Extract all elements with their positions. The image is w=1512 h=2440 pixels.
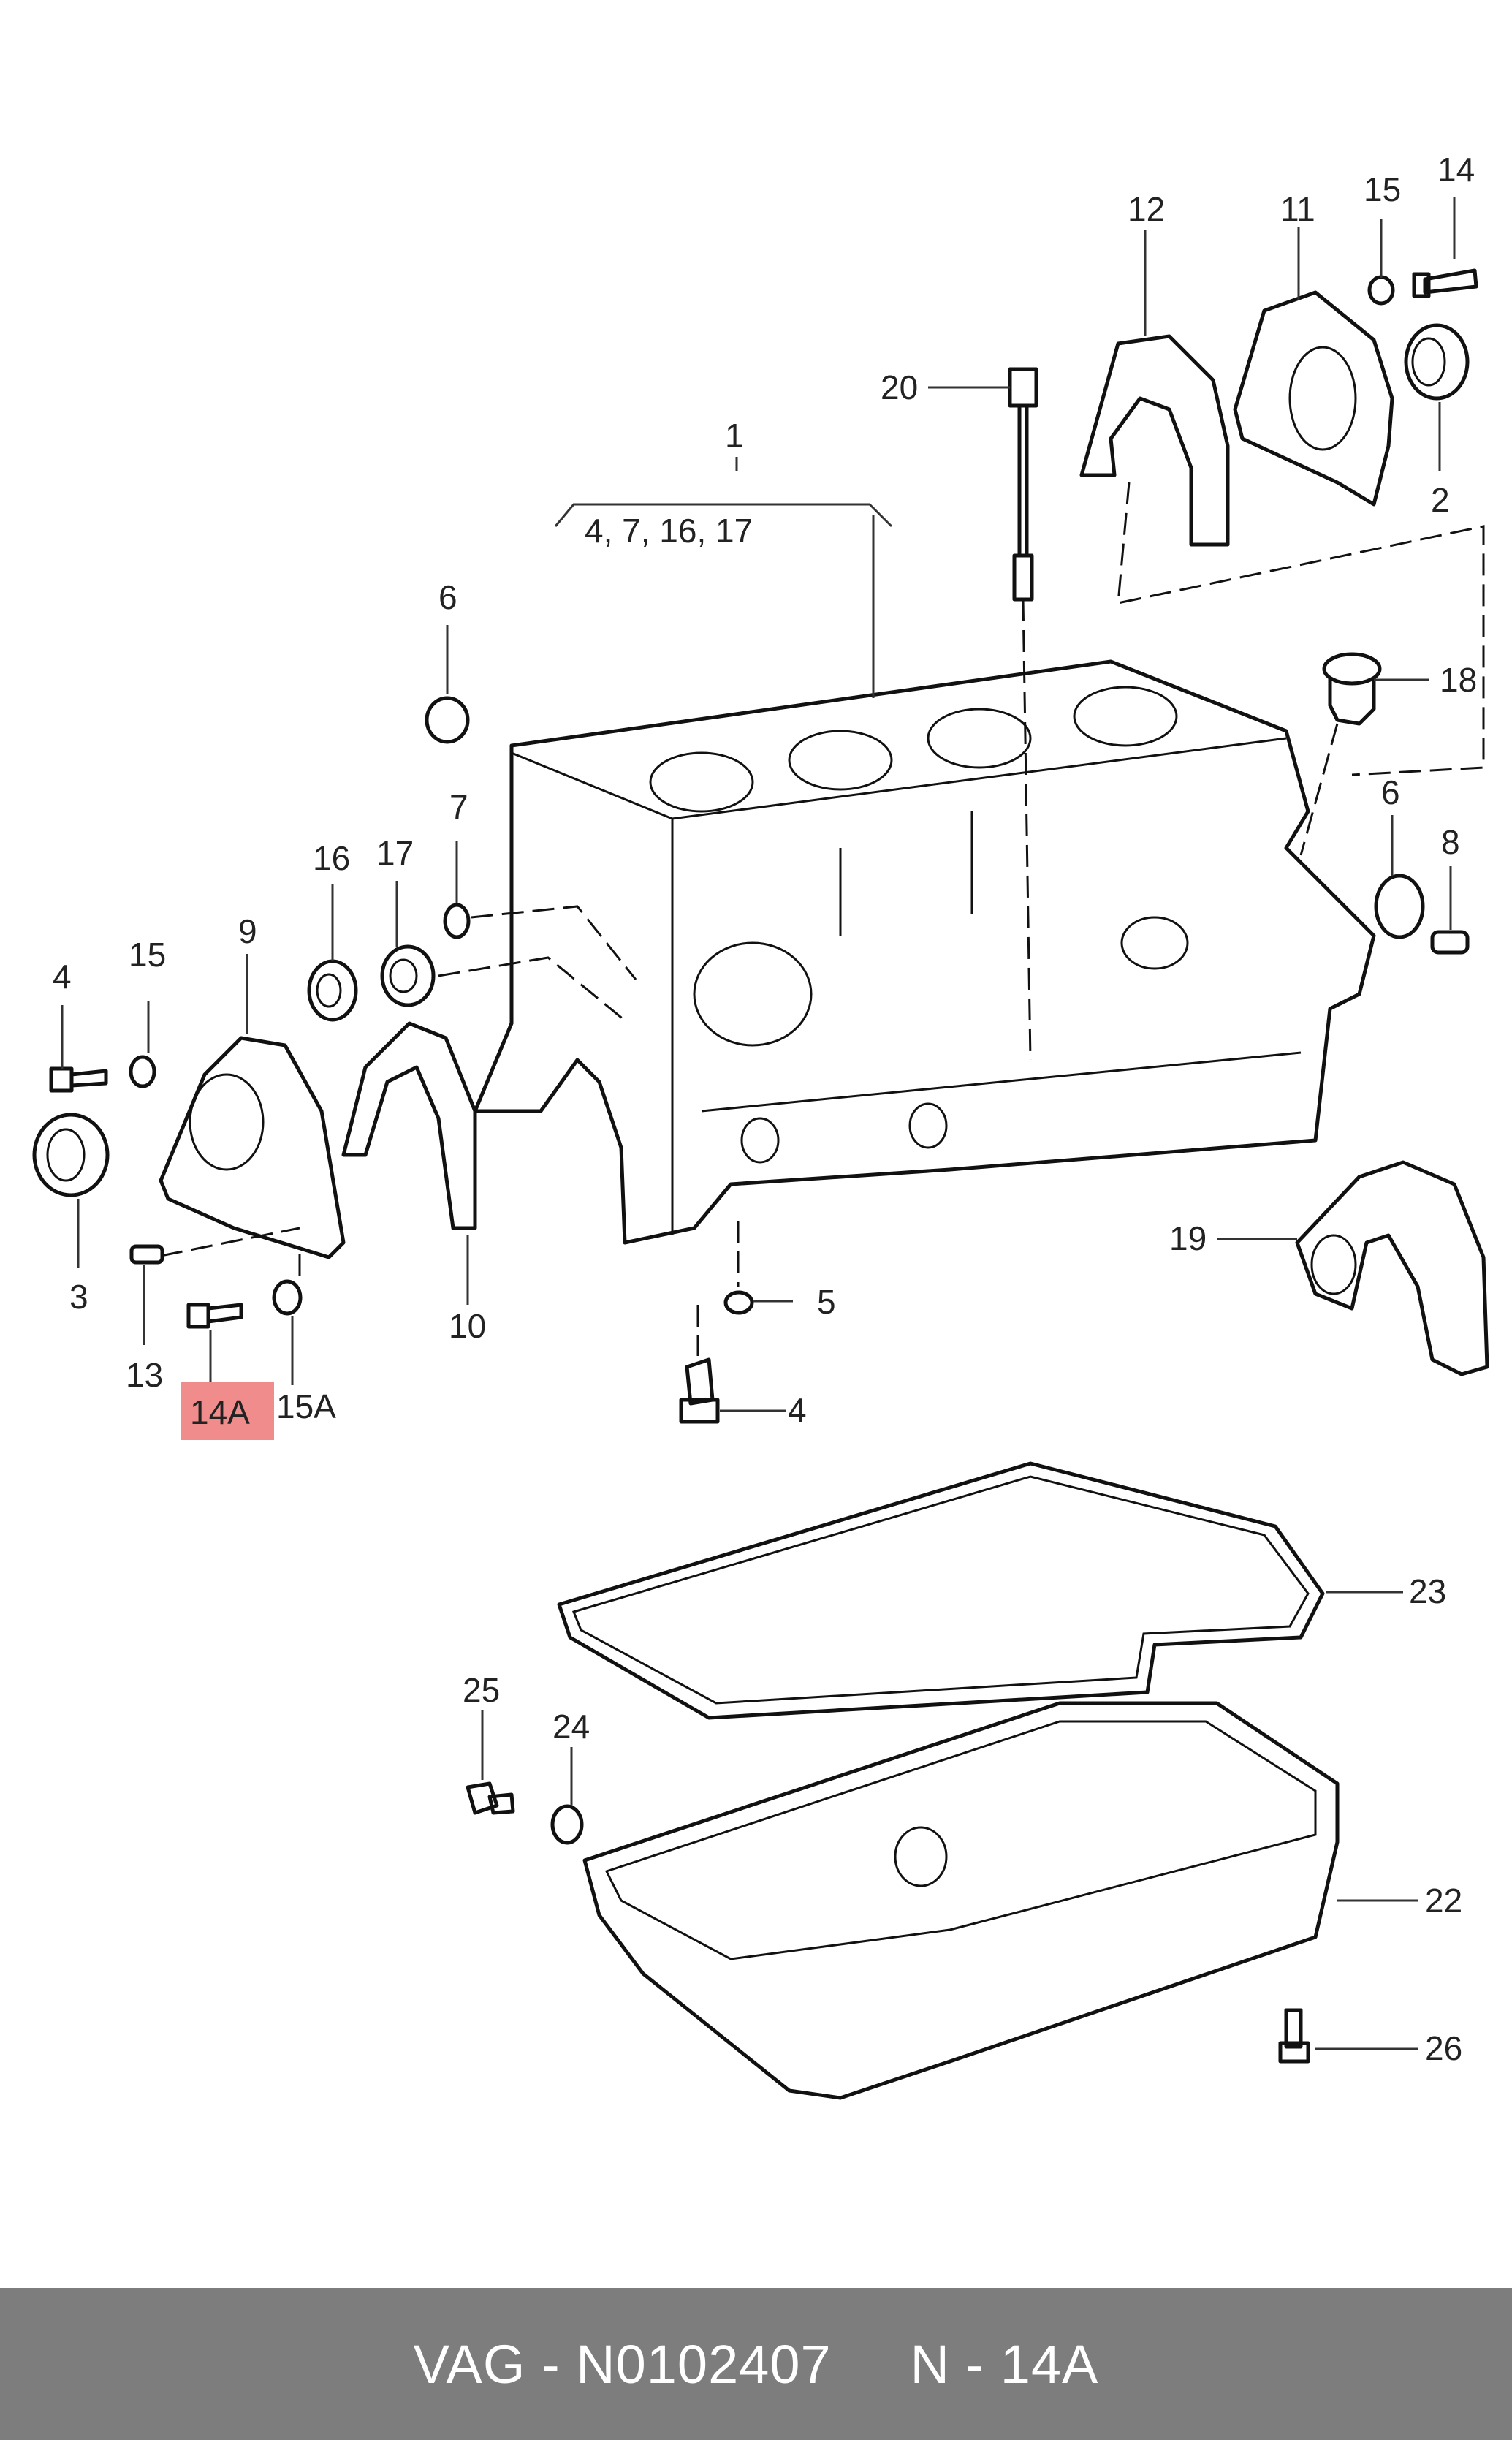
seal-16 xyxy=(307,959,358,1022)
label-11: 11 xyxy=(1280,190,1315,228)
label-18: 18 xyxy=(1440,661,1477,699)
label-1-sub: 4, 7, 16, 17 xyxy=(585,512,753,550)
plug-6-left xyxy=(425,696,470,744)
bolt-4-left xyxy=(49,1066,108,1093)
label-2: 2 xyxy=(1431,481,1450,519)
label-7: 7 xyxy=(449,788,468,826)
label-14: 14 xyxy=(1437,151,1475,189)
label-4-left: 4 xyxy=(53,958,72,996)
cylinder-block xyxy=(473,659,1376,1245)
pin-8 xyxy=(1430,930,1470,955)
label-20: 20 xyxy=(881,368,918,406)
label-4-bottom: 4 xyxy=(788,1391,807,1429)
label-3: 3 xyxy=(69,1278,88,1316)
front-oil-seal xyxy=(32,1113,110,1197)
oil-pan-gasket xyxy=(557,1461,1325,1720)
rear-plate-19 xyxy=(1295,1160,1489,1376)
label-15a: 15A xyxy=(276,1387,336,1425)
label-9: 9 xyxy=(238,912,257,950)
bolt-14 xyxy=(1412,268,1478,298)
label-15-top: 15 xyxy=(1364,170,1401,208)
front-seal-flange xyxy=(159,1036,346,1259)
label-14a: 14A xyxy=(190,1393,250,1431)
oil-pan xyxy=(582,1701,1340,2100)
label-23: 23 xyxy=(1409,1572,1446,1610)
washer-15-left xyxy=(129,1055,156,1088)
label-22: 22 xyxy=(1425,1882,1462,1920)
rear-flange-gasket xyxy=(1079,334,1230,547)
rear-oil-seal xyxy=(1404,323,1470,401)
footer-part-number: VAG - N0102407 N - 14A xyxy=(413,2333,1099,2395)
leader-lines xyxy=(61,197,1456,2050)
dipstick-tube-20 xyxy=(1008,367,1038,602)
label-6-right: 6 xyxy=(1381,773,1400,811)
washer-24 xyxy=(550,1804,584,1845)
label-24: 24 xyxy=(552,1708,590,1746)
label-12: 12 xyxy=(1128,190,1165,228)
plug-5 xyxy=(723,1290,754,1315)
pin-13 xyxy=(129,1244,164,1265)
seal-17 xyxy=(380,944,436,1007)
label-10: 10 xyxy=(449,1307,486,1345)
label-26: 26 xyxy=(1425,2029,1462,2067)
rear-seal-flange xyxy=(1233,290,1394,507)
part-number-footer: VAG - N0102407 N - 14A xyxy=(0,2288,1512,2440)
label-1: 1 xyxy=(725,417,744,455)
label-6-left: 6 xyxy=(438,578,457,616)
bolt-14a xyxy=(186,1303,243,1329)
label-25: 25 xyxy=(463,1671,500,1709)
plug-7 xyxy=(443,903,471,939)
front-flange-gasket xyxy=(341,1021,477,1230)
highlight-box xyxy=(181,1382,274,1440)
engine-block-parts-diagram: 1 4, 7, 16, 17 20 12 11 15 14 2 18 6 8 6… xyxy=(32,151,1489,2100)
bushing-18 xyxy=(1322,652,1382,726)
washer-15a xyxy=(272,1279,303,1316)
bolt-26 xyxy=(1278,2008,1310,2064)
label-17: 17 xyxy=(376,834,414,872)
label-16: 16 xyxy=(313,839,350,877)
plug-6-right xyxy=(1374,874,1425,939)
label-13: 13 xyxy=(126,1356,163,1394)
label-8: 8 xyxy=(1441,823,1460,861)
washer-15-right xyxy=(1367,275,1395,306)
bolt-4-bottom xyxy=(679,1357,720,1424)
drain-plug-25 xyxy=(466,1781,515,1815)
label-5: 5 xyxy=(817,1283,836,1321)
label-15-left: 15 xyxy=(129,936,166,974)
label-19: 19 xyxy=(1169,1219,1207,1257)
